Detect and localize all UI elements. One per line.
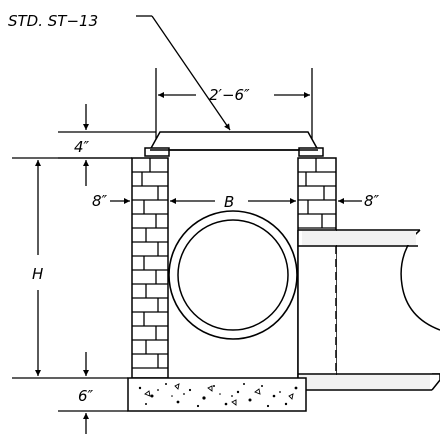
interior-width-label: B: [224, 193, 234, 211]
lid-width-dimension: [155, 68, 313, 140]
callout-label: STD. ST−13: [8, 12, 98, 30]
base-slab: [127, 377, 307, 412]
depth-dimension: [12, 157, 132, 379]
inlet-pipe: [168, 210, 298, 340]
manhole-cover: [144, 131, 324, 157]
lid-height-label: 4″: [74, 138, 90, 156]
callout-leader: [136, 15, 231, 131]
base-thickness-dimension: [58, 352, 128, 434]
outlet-pipe: [297, 229, 440, 391]
left-wall-label: 8″: [92, 192, 108, 210]
lid-width-label: 2′−6″: [209, 86, 250, 104]
left-brick-wall: [131, 157, 169, 379]
base-thickness-label: 6″: [78, 387, 94, 405]
depth-label: H: [32, 265, 43, 283]
right-wall-label: 8″: [364, 192, 380, 210]
